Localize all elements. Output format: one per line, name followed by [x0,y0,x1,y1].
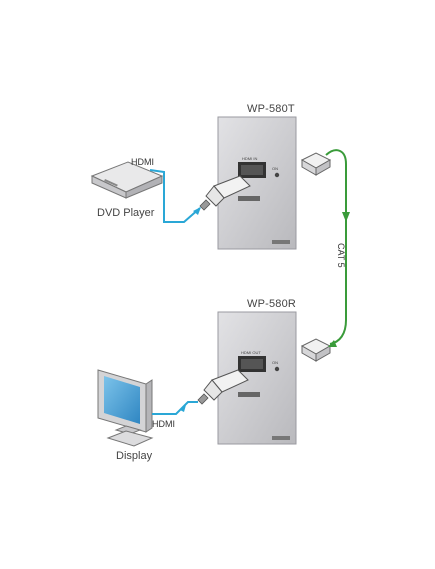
svg-text:ON: ON [272,166,278,171]
cat5-label: CAT 5 [336,243,346,268]
hdmi-plug-receiver [197,369,249,405]
cat5-cable [325,149,347,345]
hdmi-output-arrow [180,405,186,412]
display-monitor-icon [97,369,154,447]
cat5-arrow-down [342,212,350,222]
dvd-player-icon [90,161,164,199]
hdmi-input-label: HDMI [131,157,154,167]
display-label: Display [116,450,153,462]
svg-text:ON: ON [272,360,278,365]
dvd-player-label: DVD Player [97,207,155,219]
svg-text:HDMI OUT: HDMI OUT [241,350,261,355]
hdmi-input-arrow [193,207,201,215]
transmitter-model-label: WP-580T [247,103,295,115]
hdmi-cable-output [152,401,198,415]
hdmi-output-label: HDMI [152,419,175,429]
rj45-connector-top [300,152,332,176]
cat5-arrow-end [328,340,337,347]
svg-text:HDMI IN: HDMI IN [242,156,257,161]
rj45-connector-bottom [300,338,332,362]
receiver-wall-plate: HDMI OUT ON [217,311,297,445]
hdmi-plug-transmitter [199,175,251,211]
receiver-model-label: WP-580R [247,298,297,310]
hdmi-cable-input [149,169,201,223]
